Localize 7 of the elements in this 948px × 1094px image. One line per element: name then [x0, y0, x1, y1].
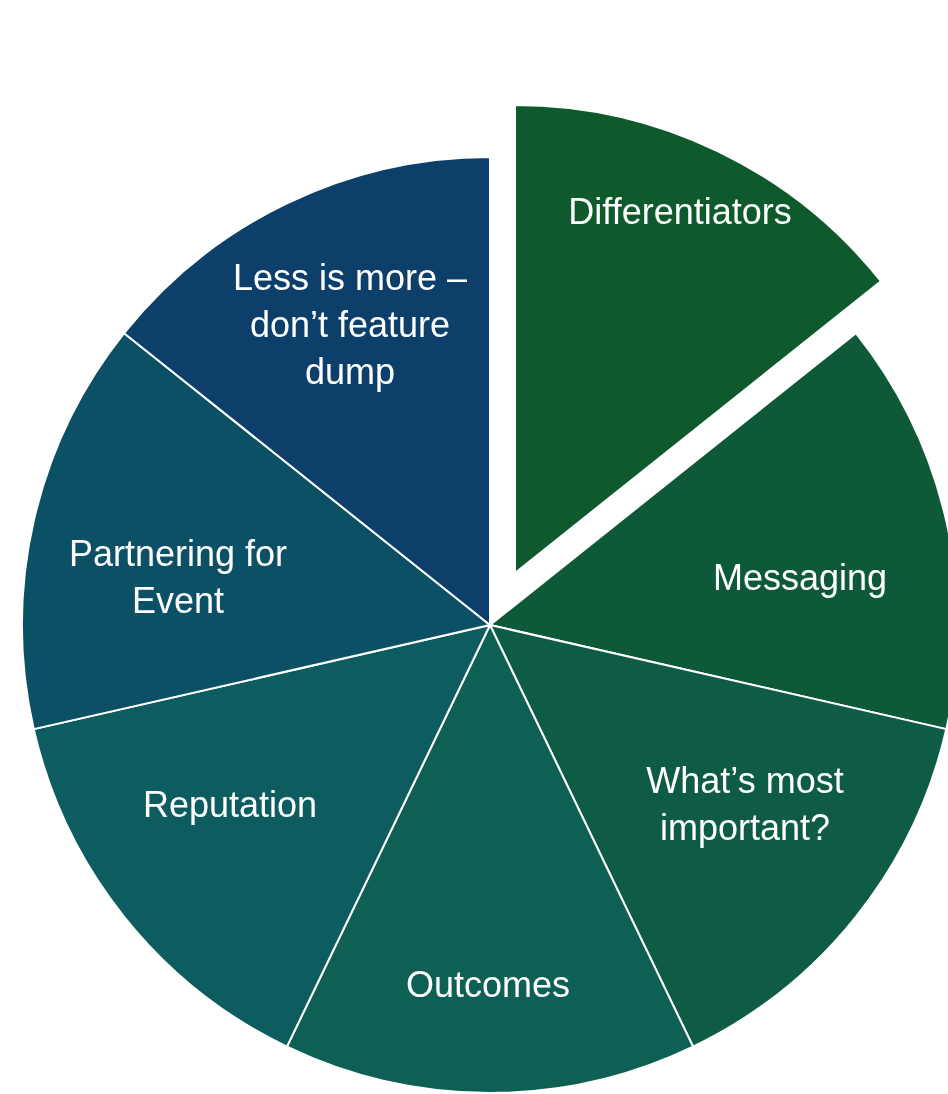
slice-label: Messaging — [711, 555, 889, 600]
slice-label: Outcomes — [404, 962, 572, 1007]
slice-label: Reputation — [141, 782, 319, 827]
slice-label: Less is more – don’t feature dump — [231, 255, 469, 394]
slice-label: What’s most important? — [645, 759, 845, 850]
slice-label: Differentiators — [567, 189, 793, 234]
slice-label: Partnering for Event — [67, 532, 289, 623]
